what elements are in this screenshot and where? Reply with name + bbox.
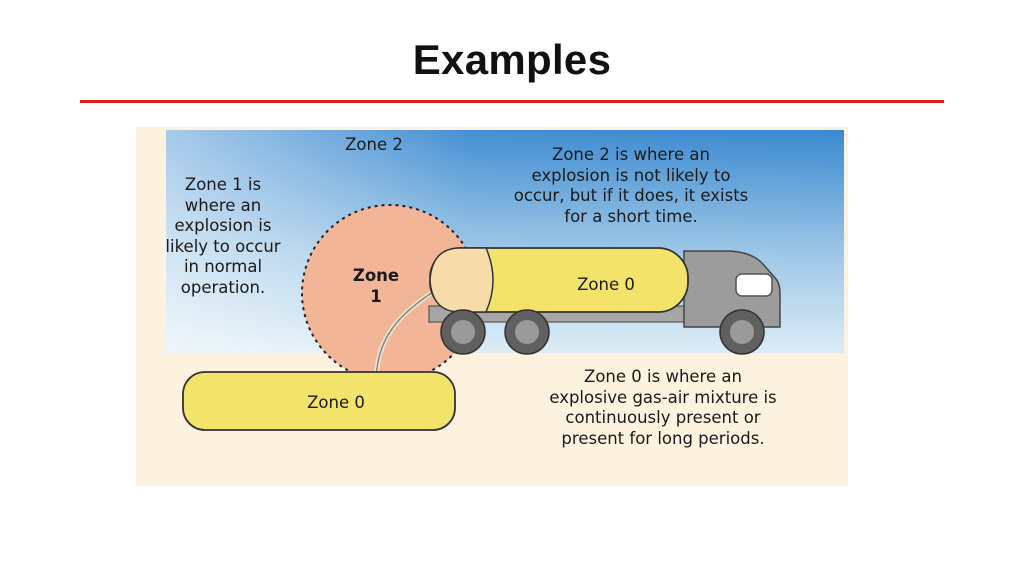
zone1-description-line: Zone 1 is <box>184 175 262 194</box>
zone1-description-line: where an <box>184 195 262 215</box>
hazard-zone-diagram: Zone 2 Zone 2 is where an explosion is n… <box>136 127 848 486</box>
zone0-description-line: Zone 0 is where an <box>584 367 742 386</box>
zone0-description: Zone 0 is where an explosive gas-air mix… <box>488 367 838 449</box>
zone1-label-line: Zone <box>352 266 400 285</box>
zone1-description-line: likely to occur <box>165 236 281 256</box>
zone0-description-line: explosive gas-air mixture is <box>549 387 777 407</box>
zone2-description-line: explosion is not likely to <box>531 165 731 185</box>
truck-tank-label: Zone 0 <box>577 275 635 294</box>
ground-tank <box>182 371 456 431</box>
truck-wheel-3 <box>719 309 765 355</box>
zone0-description-line: present for long periods. <box>561 428 765 448</box>
zone2-description: Zone 2 is where an explosion is not like… <box>456 145 806 227</box>
zone1-description-line: operation. <box>180 277 266 297</box>
truck-wheel-2 <box>504 309 550 355</box>
zone1-description: Zone 1 is where an explosion is likely t… <box>138 175 308 298</box>
ground-tank-label: Zone 0 <box>307 393 365 412</box>
truck-wheel-1 <box>440 309 486 355</box>
zone2-label: Zone 2 <box>345 135 403 154</box>
truck-cab <box>683 250 781 328</box>
zone1-description-line: explosion is <box>174 216 272 235</box>
zone2-description-line: occur, but if it does, it exists <box>513 186 749 205</box>
truck-window <box>735 273 773 297</box>
title-underline <box>80 100 944 103</box>
zone0-description-line: continuously present or <box>565 408 761 427</box>
zone1-label-line: 1 <box>370 286 382 306</box>
zone1-label: Zone 1 <box>336 266 416 307</box>
zone2-description-line: for a short time. <box>564 206 698 226</box>
diagram-artwork <box>166 130 844 431</box>
zone1-description-line: in normal <box>183 257 263 276</box>
slide-title: Examples <box>412 36 612 83</box>
zone2-description-line: Zone 2 is where an <box>552 145 710 164</box>
